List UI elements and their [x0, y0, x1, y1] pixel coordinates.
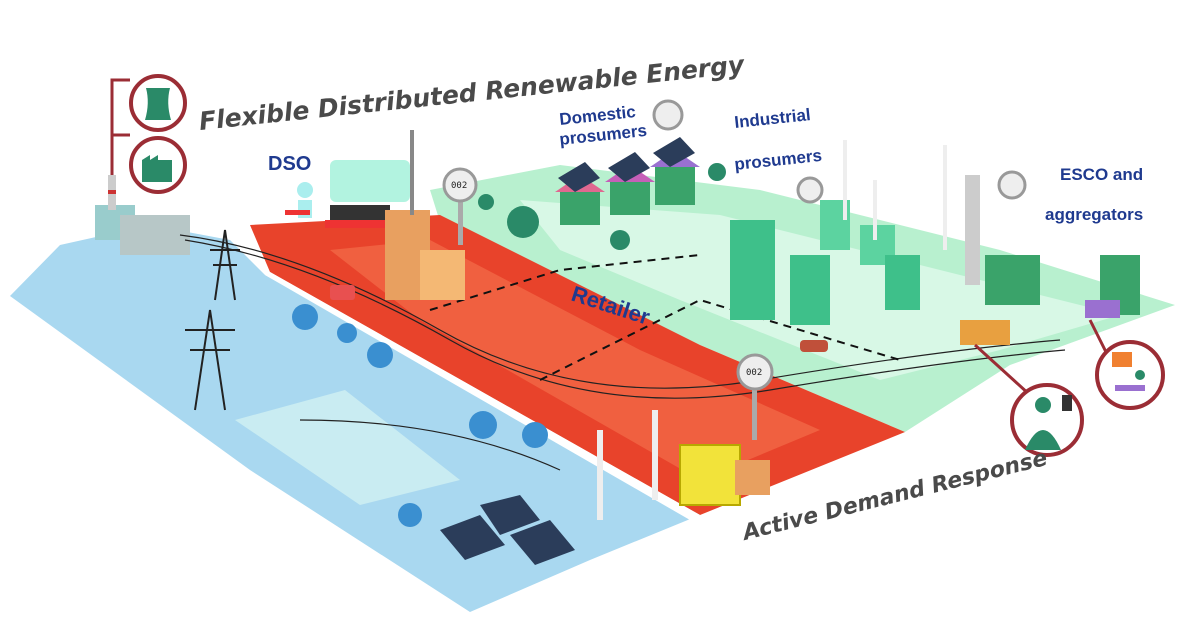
communication-lines [429, 254, 901, 381]
connector-lines [110, 78, 130, 175]
transformer-building [385, 130, 465, 300]
label-industrial-1: Industrial [733, 105, 811, 132]
label-esco-1: ESCO and [1060, 165, 1143, 184]
industrial-buildings [730, 175, 1140, 325]
smart-meter-icon: 002 [442, 167, 478, 245]
substation-box [679, 444, 770, 506]
control-room-icon [285, 160, 410, 228]
wind-turbine-icon [597, 140, 947, 520]
car-icon [800, 340, 828, 352]
person-computer-icon [1095, 340, 1165, 410]
truck-icon [960, 320, 1010, 345]
meter-reading: 002 [451, 181, 467, 191]
factory-icon [129, 136, 187, 194]
domestic-houses [555, 137, 700, 225]
meter-reading: 002 [746, 368, 762, 378]
car-icon [330, 285, 355, 300]
label-esco-2: aggregators [1045, 205, 1143, 224]
power-plant-icon [95, 175, 190, 255]
white-road [265, 272, 700, 520]
substation-pad [235, 390, 460, 505]
label-industrial-2: prosumers [733, 146, 822, 174]
power-lines [179, 234, 1066, 471]
label-dso: DSO [268, 153, 311, 175]
smart-meter-icon: 002 [736, 353, 774, 440]
cooling-tower-icon [129, 74, 187, 132]
person-tablet-icon [1010, 383, 1084, 457]
solar-panels-icon [440, 495, 575, 565]
gauge-icon [652, 99, 1027, 204]
tree-icons-blue [292, 304, 548, 527]
tree-icons [478, 163, 726, 250]
